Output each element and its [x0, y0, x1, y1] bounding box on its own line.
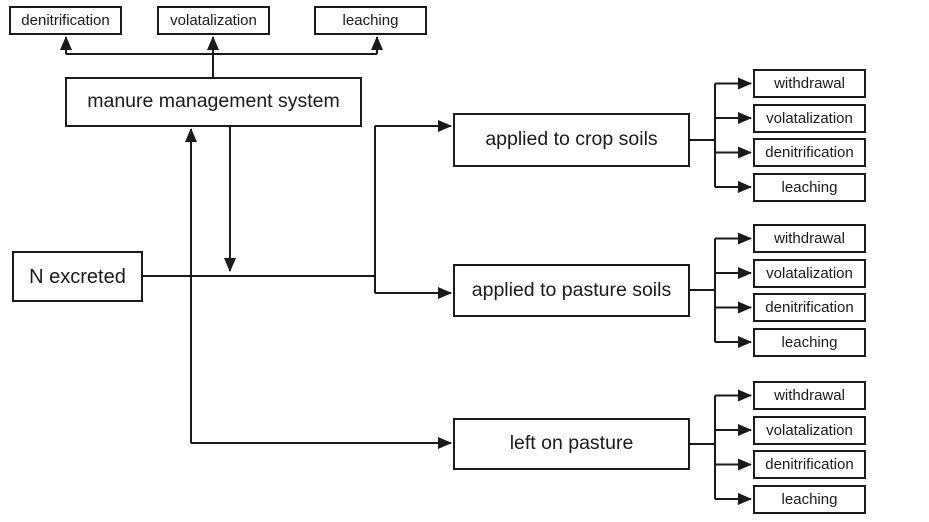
output-volatalization: volatalization: [753, 103, 866, 133]
box-manure-management-system: manure management system: [65, 77, 362, 127]
output-leaching: leaching: [753, 484, 866, 514]
box-n-excreted: N excreted: [12, 251, 143, 302]
box-denitrification-top: denitrification: [9, 6, 122, 35]
output-denitrification: denitrification: [753, 450, 866, 479]
output-volatalization: volatalization: [753, 415, 866, 445]
box-applied-to-pasture-soils: applied to pasture soils: [453, 264, 690, 317]
output-volatalization: volatalization: [753, 258, 866, 288]
output-leaching: leaching: [753, 172, 866, 202]
fan-pasture-soils: [690, 232, 752, 348]
output-withdrawal: withdrawal: [753, 224, 866, 253]
box-volatalization-top: volatalization: [157, 6, 270, 35]
output-leaching: leaching: [753, 327, 866, 357]
fan-left-on-pasture: [690, 389, 752, 505]
output-withdrawal: withdrawal: [753, 69, 866, 98]
box-left-on-pasture: left on pasture: [453, 418, 690, 470]
output-denitrification: denitrification: [753, 293, 866, 322]
box-leaching-top: leaching: [314, 6, 427, 35]
fan-crop-soils: [690, 77, 752, 193]
box-applied-to-crop-soils: applied to crop soils: [453, 113, 690, 167]
output-denitrification: denitrification: [753, 138, 866, 167]
output-withdrawal: withdrawal: [753, 381, 866, 410]
